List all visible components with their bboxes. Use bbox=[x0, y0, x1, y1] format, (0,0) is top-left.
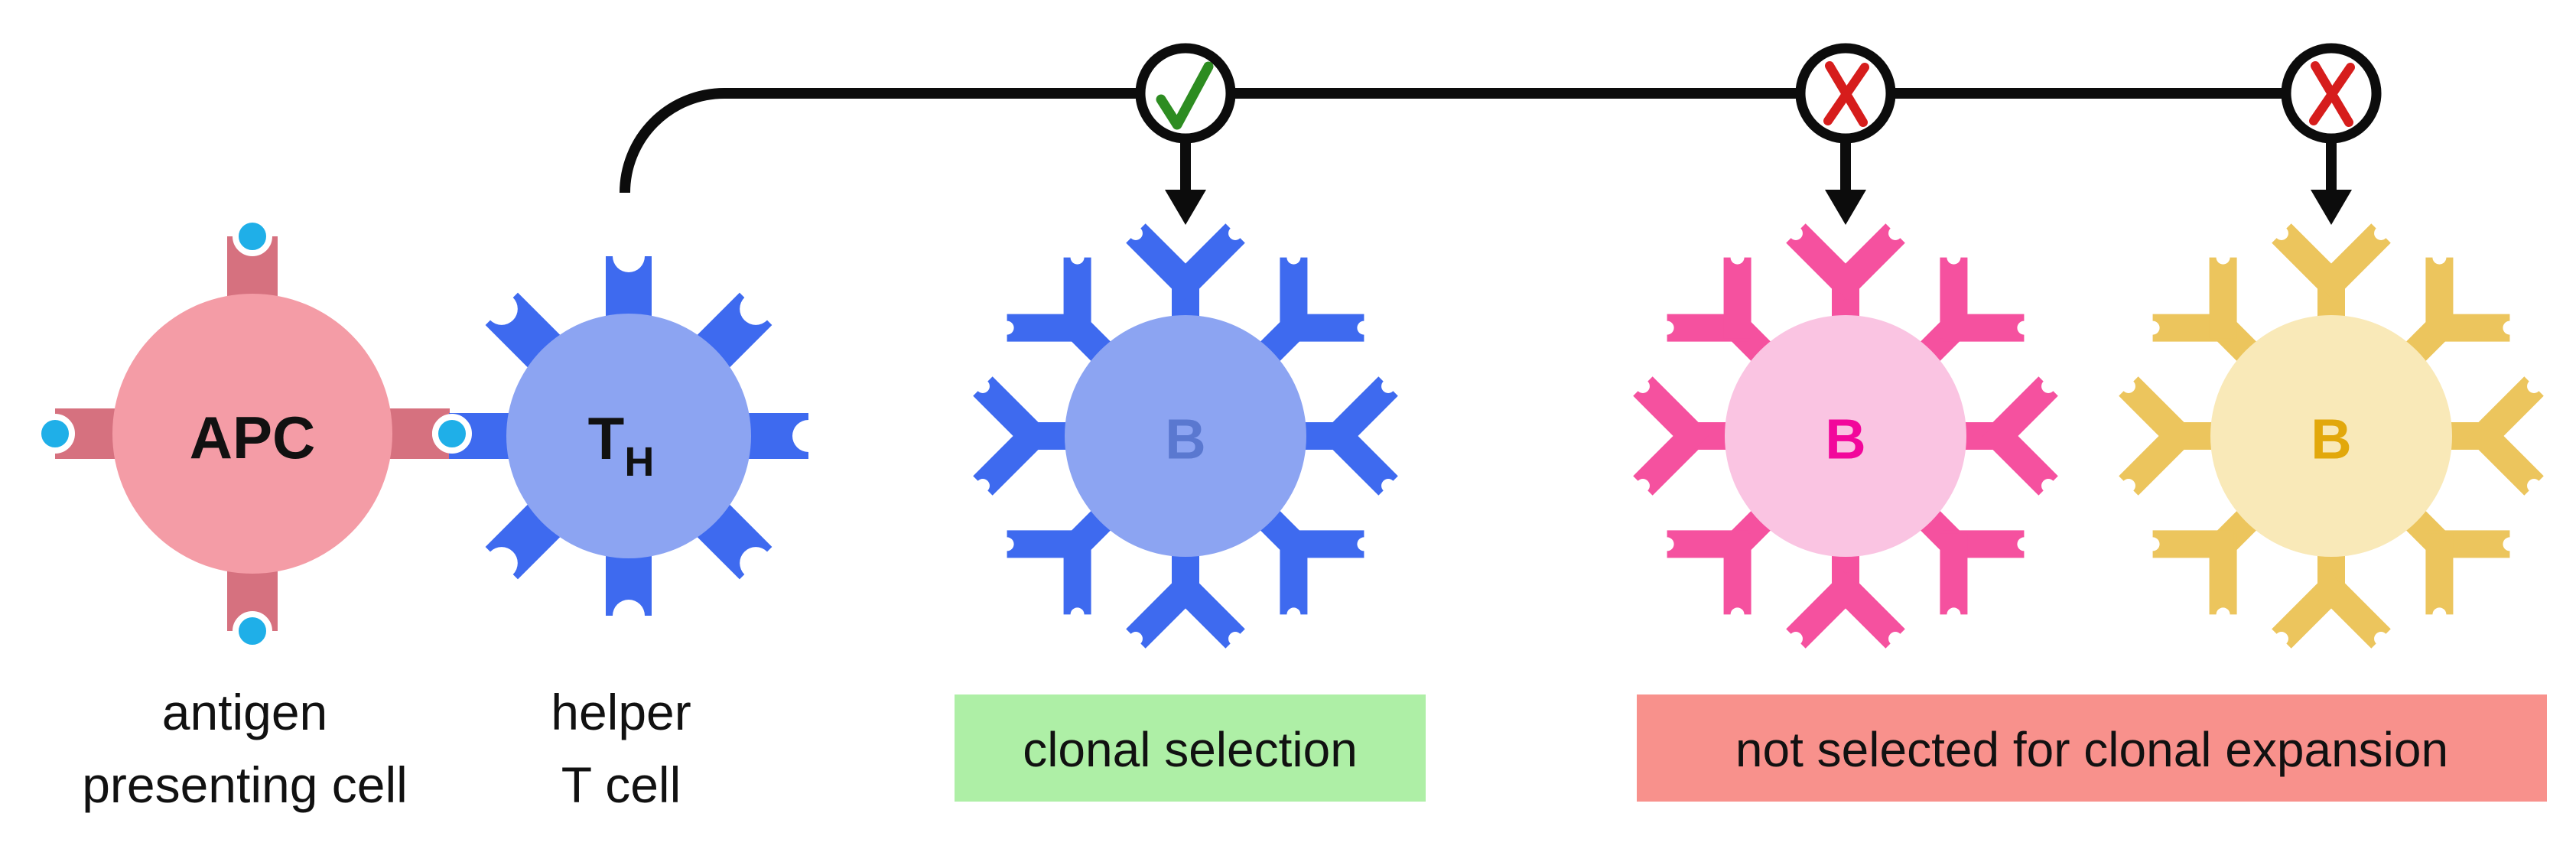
antigen-dot bbox=[233, 216, 272, 256]
b-cell-body bbox=[1065, 315, 1306, 557]
arrow-down-icon bbox=[2311, 142, 2352, 225]
b-cell-rejected-2 bbox=[2119, 223, 2544, 649]
apc-body bbox=[112, 294, 392, 574]
helper-t-body bbox=[506, 314, 751, 558]
rejected-outcome-label: not selected for clonal expansion bbox=[1735, 722, 2448, 777]
check-icon bbox=[1156, 61, 1214, 130]
selected-outcome-label: clonal selection bbox=[1023, 722, 1358, 777]
arrow-down-icon bbox=[1165, 142, 1206, 225]
helper-t-caption-line2: T cell bbox=[561, 756, 681, 813]
rejected-outcome-box bbox=[1637, 694, 2547, 802]
cross-icon bbox=[1823, 61, 2355, 127]
down-arrows bbox=[1165, 142, 2352, 225]
antigen-dot bbox=[233, 611, 272, 651]
apc-cell bbox=[55, 236, 450, 631]
helper-t-cell bbox=[449, 256, 808, 616]
selected-outcome-box bbox=[955, 694, 1426, 802]
b-cell-body bbox=[1725, 315, 1966, 557]
b-cell-selected bbox=[973, 223, 1398, 649]
apc-label: APC bbox=[190, 404, 316, 471]
b-cell-body bbox=[2210, 315, 2452, 557]
b-cell-label-rejected-1: B bbox=[1825, 408, 1865, 471]
helper-t-label: TH bbox=[588, 405, 655, 485]
b-cell-rejected-1 bbox=[1633, 223, 2058, 649]
helper-t-caption-line1: helper bbox=[551, 684, 691, 740]
b-cell-label-rejected-2: B bbox=[2311, 408, 2351, 471]
arrow-down-icon bbox=[1825, 142, 1866, 225]
antigen-dots bbox=[35, 216, 472, 651]
apc-caption-line2: presenting cell bbox=[82, 756, 408, 813]
check-circle bbox=[1135, 43, 1236, 144]
antigen-dot bbox=[432, 414, 472, 454]
branch-trunk-line bbox=[620, 88, 2331, 194]
b-cell-label-selected: B bbox=[1165, 408, 1205, 471]
apc-caption-line1: antigen bbox=[162, 684, 328, 740]
antigen-dot bbox=[35, 414, 75, 454]
